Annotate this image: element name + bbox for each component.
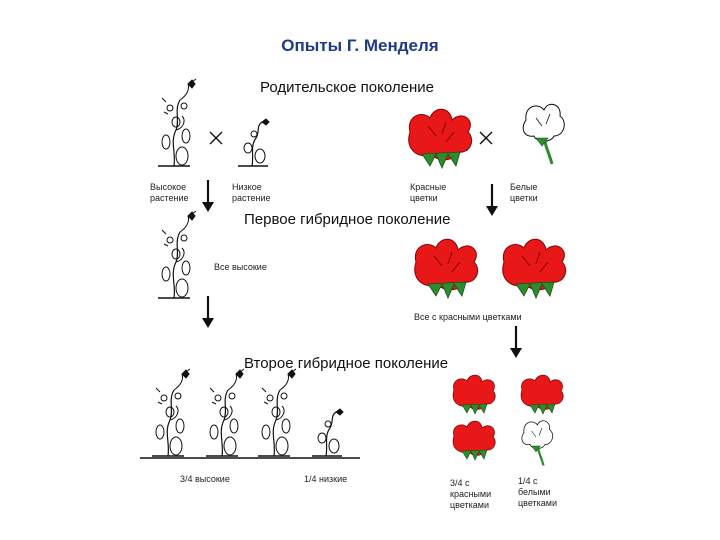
caption-line: белыми — [518, 487, 551, 497]
caption-line: цветками — [450, 500, 490, 510]
caption-line: 1/4 с — [518, 476, 538, 486]
f1-tall-caption: Все высокие — [214, 262, 267, 272]
caption-line: Красные — [410, 182, 447, 192]
down-arrow-icon — [200, 294, 216, 330]
f2-white-caption: 1/4 с белыми цветками — [518, 476, 557, 509]
tall-pea-plant-icon — [205, 368, 245, 457]
caption-line: 3/4 с — [450, 478, 470, 488]
caption-line: Высокое — [150, 182, 187, 192]
tall-pea-plant-icon — [151, 368, 191, 457]
second-generation-label: Второе гибридное поколение — [244, 355, 449, 372]
caption-line: растение — [232, 193, 271, 203]
f2-tall-caption: 3/4 высокие — [180, 474, 230, 484]
caption-line: Белые — [510, 182, 538, 192]
short-pea-plant-icon — [237, 118, 270, 167]
short-pea-plant-icon — [311, 408, 344, 457]
red-flower-icon — [502, 238, 567, 299]
down-arrow-icon — [508, 324, 524, 360]
caption-line: Низкое — [232, 182, 262, 192]
f1-red-caption: Все с красными цветками — [414, 312, 522, 322]
caption-line: цветки — [410, 193, 438, 203]
white-flower-caption: Белые цветки — [510, 182, 538, 204]
white-flower-icon — [521, 102, 566, 166]
down-arrow-icon — [484, 182, 500, 218]
parental-generation-label: Родительское поколение — [260, 79, 434, 96]
red-flower-caption: Красные цветки — [410, 182, 446, 204]
caption-line: цветки — [510, 193, 538, 203]
f2-red-caption: 3/4 с красными цветками — [450, 478, 491, 511]
cross-icon — [209, 131, 223, 145]
tall-pea-plant-icon — [257, 368, 297, 457]
red-flower-icon — [520, 374, 564, 415]
short-plant-caption: Низкое растение — [232, 182, 271, 204]
tall-pea-plant-icon — [157, 210, 197, 299]
tall-plant-caption: Высокое растение — [150, 182, 189, 204]
caption-line: красными — [450, 489, 492, 499]
cross-icon — [479, 131, 493, 145]
down-arrow-icon — [200, 178, 216, 214]
red-flower-icon — [414, 238, 479, 299]
red-flower-icon — [452, 374, 496, 415]
caption-line: цветками — [518, 498, 558, 508]
red-flower-icon — [452, 420, 496, 461]
tall-pea-plant-icon — [157, 78, 197, 167]
red-flower-icon — [408, 108, 473, 169]
caption-line: растение — [150, 193, 189, 203]
page-title: Опыты Г. Менделя — [281, 36, 439, 55]
f2-short-caption: 1/4 низкие — [304, 474, 348, 484]
white-flower-icon — [520, 419, 554, 467]
first-generation-label: Первое гибридное поколение — [244, 211, 451, 228]
